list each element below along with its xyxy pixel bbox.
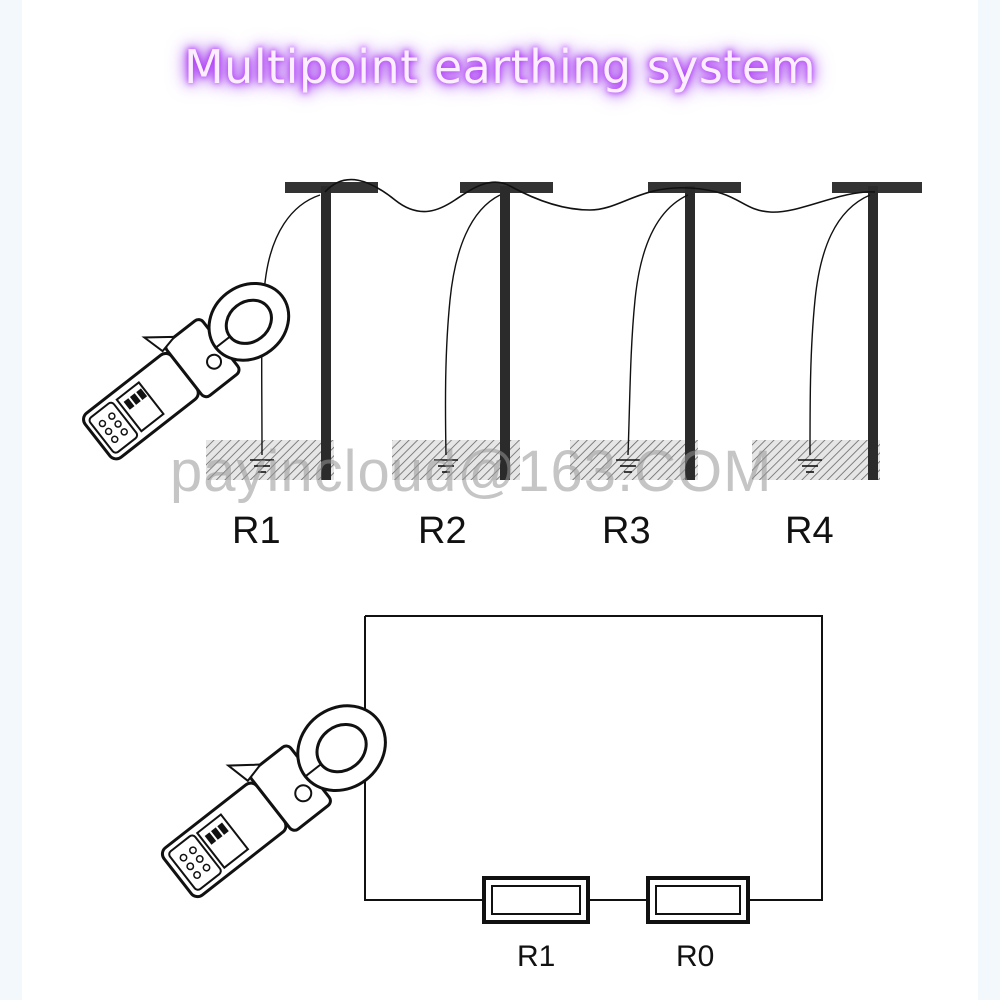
ground-symbol-icon bbox=[798, 459, 822, 473]
electrode-label-r1: R1 bbox=[232, 510, 281, 552]
electrode-pole bbox=[321, 186, 331, 480]
content-panel bbox=[22, 0, 978, 1000]
electrode-label-r3: R3 bbox=[602, 510, 651, 552]
electrode-label-r4: R4 bbox=[785, 510, 834, 552]
electrode-label-r2: R2 bbox=[418, 510, 467, 552]
down-lead-wire bbox=[809, 194, 871, 456]
down-lead-wire bbox=[627, 194, 689, 456]
ground-symbol-icon bbox=[250, 459, 274, 473]
watermark: payincloud@163.COM bbox=[170, 439, 773, 504]
resistor-label-r1: R1 bbox=[517, 940, 555, 973]
electrode-pole bbox=[868, 186, 878, 480]
ground-symbol-icon bbox=[616, 459, 640, 473]
electrode-pole bbox=[500, 186, 510, 480]
top-earthing-diagram: R1 R2 R3 R4 bbox=[82, 178, 922, 552]
diagram-title: Multipoint earthing system bbox=[183, 40, 817, 94]
down-lead-wire bbox=[444, 194, 501, 456]
clamp-meter-icon bbox=[82, 281, 291, 461]
circuit-loop bbox=[364, 615, 823, 901]
resistor-r1 bbox=[482, 876, 590, 924]
bottom-circuit-diagram: R1 R0 bbox=[160, 615, 823, 973]
electrode-pole bbox=[685, 186, 695, 480]
top-bar bbox=[285, 182, 378, 193]
ground-symbol-icon bbox=[434, 459, 458, 473]
connecting-wire bbox=[324, 178, 876, 213]
clamp-meter-icon bbox=[160, 704, 387, 899]
resistor-label-r0: R0 bbox=[676, 940, 714, 973]
resistor-r0 bbox=[646, 876, 750, 924]
down-lead-wire bbox=[260, 194, 321, 456]
